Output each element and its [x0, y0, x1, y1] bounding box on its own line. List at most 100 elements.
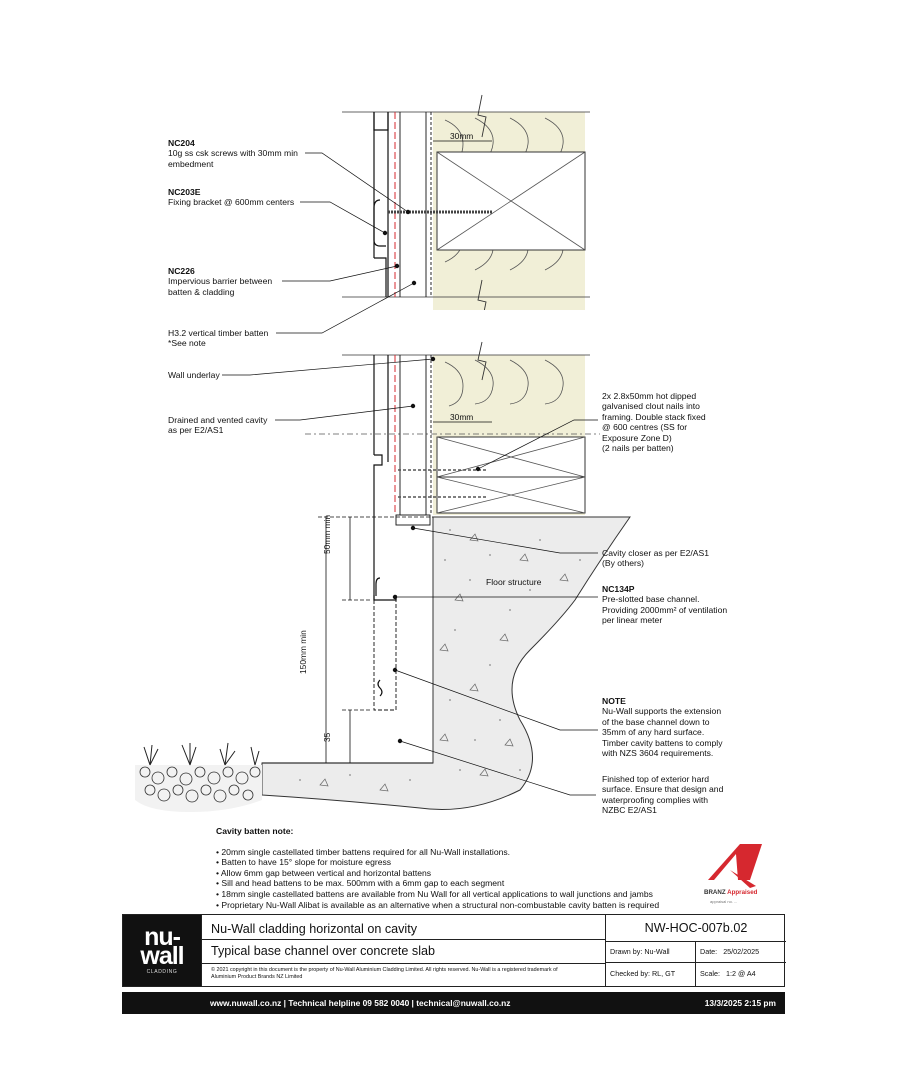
drawing-subtitle: Typical base channel over concrete slab [211, 944, 436, 958]
logo-line1: nu- [144, 923, 181, 951]
label-closer: Cavity closer as per E2/AS1 (By others) [602, 548, 709, 569]
title-cells: Nu-Wall cladding horizontal on cavity Ty… [201, 915, 606, 986]
date-value: 25/02/2025 [723, 947, 760, 956]
dim-gap-lower: 30mm [450, 412, 474, 422]
batten-text1: H3.2 vertical timber batten [168, 328, 269, 338]
ground-gravel [135, 742, 262, 812]
cavity-text1: Drained and vented cavity [168, 415, 268, 425]
title-block: nu-wall CLADDING Nu-Wall cladding horizo… [122, 914, 786, 987]
concrete-slab [261, 516, 631, 810]
label-finished: Finished top of exterior hard surface. E… [602, 774, 723, 816]
note-text3: 35mm of any hard surface. [602, 727, 705, 738]
nails-text2: galvanised clout nails into [602, 401, 700, 412]
dim-35: 35 [322, 732, 332, 742]
finished-text3: waterproofing complies with [602, 794, 709, 805]
note-text5: with NZS 3604 requirements. [602, 748, 714, 759]
date-label: Date: [700, 947, 718, 956]
copyright-text: © 2021 copyright in this document is the… [211, 967, 558, 980]
framing-lower [305, 341, 600, 515]
notes-heading: Cavity batten note: [216, 826, 294, 836]
footer-bar: www.nuwall.co.nz | Technical helpline 09… [122, 992, 785, 1014]
note-text2: of the base channel down to [602, 716, 710, 727]
nc203e-code: NC203E [168, 187, 201, 197]
batten-text2: *See note [168, 338, 206, 349]
nc226-text2: batten & cladding [168, 286, 235, 297]
scale-label: Scale: [700, 969, 720, 978]
label-nc134p: NC134P Pre-slotted base channel. Providi… [602, 584, 727, 626]
drawn-by: Drawn by: Nu-Wall [606, 941, 696, 963]
notes-item: 20mm single castellated timber battens r… [216, 847, 659, 858]
note-text4: Timber cavity battens to comply [602, 737, 723, 748]
branz-brand: BRANZ [704, 889, 726, 896]
footer-timestamp: 13/3/2025 2:15 pm [704, 998, 776, 1008]
label-nc203e: NC203E Fixing bracket @ 600mm centers [168, 187, 294, 208]
leader-lines [222, 152, 598, 796]
finished-text2: surface. Ensure that design and [602, 784, 724, 795]
label-cavity: Drained and vented cavity as per E2/AS1 [168, 415, 267, 436]
label-nails: 2x 2.8x50mm hot dipped galvanised clout … [602, 391, 706, 453]
nc204-code: NC204 [168, 138, 195, 148]
finished-text4: NZBC E2/AS1 [602, 805, 657, 816]
footer-contact: www.nuwall.co.nz | Technical helpline 09… [210, 998, 511, 1008]
note-head: NOTE [602, 696, 626, 706]
nc226-code: NC226 [168, 266, 195, 276]
notes-item: Batten to have 15° slope for moisture eg… [216, 857, 659, 868]
scale-cell: Scale: 1:2 @ A4 [696, 963, 786, 986]
label-nc226: NC226 Impervious barrier between batten … [168, 266, 272, 297]
cladding-lower [373, 355, 488, 711]
label-note: NOTE Nu-Wall supports the extension of t… [602, 696, 723, 758]
nc204-text2: embedment [168, 158, 214, 169]
drawing-title: Nu-Wall cladding horizontal on cavity [211, 922, 418, 936]
label-floor: Floor structure [486, 577, 542, 587]
finished-text1: Finished top of exterior hard [602, 774, 710, 784]
date-cell: Date: 25/02/2025 [696, 941, 786, 963]
nc134p-text3: per linear meter [602, 615, 663, 626]
nails-text1: 2x 2.8x50mm hot dipped [602, 391, 697, 401]
nc203e-text: Fixing bracket @ 600mm centers [168, 197, 295, 208]
branz-status: Appraised [727, 889, 758, 896]
nc134p-code: NC134P [602, 584, 635, 594]
leader-dots [382, 209, 481, 744]
nc204-text1: 10g ss csk screws with 30mm min [168, 148, 298, 159]
notes-item: Proprietary Nu-Wall Alibat is available … [216, 900, 659, 911]
branz-appraised-logo [708, 844, 762, 888]
divider [202, 939, 606, 940]
cladding-upper [373, 112, 492, 297]
logo-sub: CLADDING [146, 969, 178, 975]
nc226-text1: Impervious barrier between [168, 276, 273, 287]
branz-subtext: appraisal no. ... [710, 899, 738, 904]
closer-text2: (By others) [602, 558, 645, 569]
scale-value: 1:2 @ A4 [725, 969, 756, 978]
notes-item: Allow 6mm gap between vertical and horiz… [216, 868, 659, 879]
cavity-text2: as per E2/AS1 [168, 425, 224, 436]
nails-text5: Exposure Zone D) [602, 432, 672, 443]
label-batten: H3.2 vertical timber batten *See note [168, 328, 268, 349]
framing-upper [342, 94, 590, 323]
cavity-batten-notes: Cavity batten note: 20mm single castella… [216, 826, 659, 910]
nc134p-text1: Pre-slotted base channel. [602, 594, 700, 605]
dim-50mm-min: 50mm min [322, 514, 332, 554]
drawing-info: NW-HOC-007b.02 Drawn by: Nu-Wall Date: 2… [605, 915, 786, 986]
nails-text3: framing. Double stack fixed [602, 411, 706, 422]
drawing-code: NW-HOC-007b.02 [606, 915, 786, 942]
nails-text6: (2 nails per batten) [602, 443, 674, 454]
branz-label: BRANZ Appraised [704, 889, 757, 896]
label-nc204: NC204 10g ss csk screws with 30mm min em… [168, 138, 298, 169]
dim-150mm-min: 150mm min [298, 630, 308, 674]
note-text1: Nu-Wall supports the extension [602, 706, 722, 717]
notes-item: Sill and head battens to be max. 500mm w… [216, 878, 659, 889]
closer-text1: Cavity closer as per E2/AS1 [602, 548, 709, 558]
checked-by: Checked by: RL, GT [606, 963, 696, 986]
nails-text4: @ 600 centres (SS for [602, 422, 688, 433]
divider [202, 963, 606, 964]
nuwall-logo: nu-wall CLADDING [123, 915, 201, 986]
dimensions [318, 140, 492, 763]
logo-line2: wall [140, 942, 184, 970]
notes-item: 18mm single castellated battens are avai… [216, 889, 659, 900]
dim-gap-top: 30mm [450, 131, 474, 141]
label-underlay: Wall underlay [168, 370, 220, 380]
notes-list: 20mm single castellated timber battens r… [216, 847, 659, 911]
nc134p-text2: Providing 2000mm² of ventilation [602, 604, 728, 615]
logo-text: nu-wall [123, 915, 201, 969]
